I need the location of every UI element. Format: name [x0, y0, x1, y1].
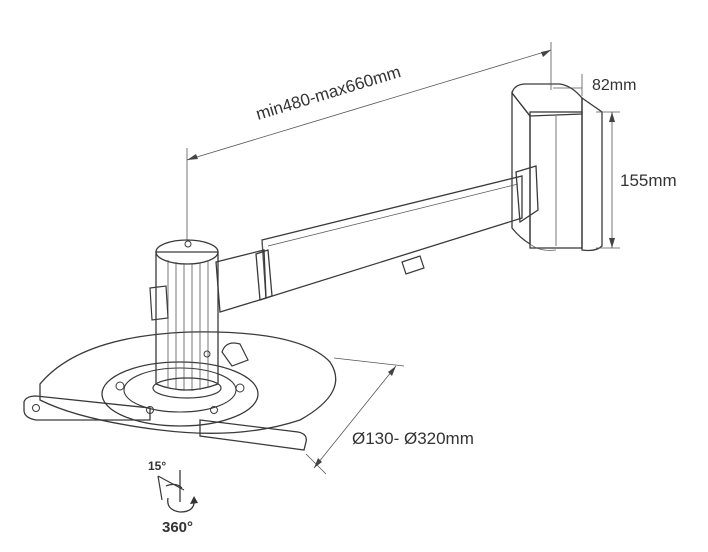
tilt-angle-label: 15° [148, 459, 166, 473]
projector-mounting-base [23, 331, 337, 451]
extension-arm-outer [261, 165, 539, 299]
rotation-indicator: 15° 360° [148, 459, 198, 536]
plate-height-label: 155mm [620, 171, 677, 190]
dimension-plate-depth: 82mm [553, 74, 636, 96]
swivel-angle-label: 360° [162, 519, 193, 536]
mount-column [149, 239, 222, 399]
dimension-arm-length: min480-max660mm [186, 42, 552, 242]
pivot-hole [184, 240, 192, 248]
arm-length-label: min480-max660mm [254, 62, 403, 124]
arm-bracket [401, 255, 425, 275]
swivel-arrow-icon [167, 497, 195, 513]
dimension-mount-diameter: Ø130- Ø320mm [305, 357, 474, 475]
plate-depth-label: 82mm [592, 77, 636, 94]
dimension-plate-height: 155mm [596, 111, 677, 249]
extension-arm-inner [215, 249, 273, 313]
tilt-arrow-icon [165, 483, 183, 489]
mount-diameter-label: Ø130- Ø320mm [352, 429, 474, 448]
wall-plate [511, 83, 603, 252]
